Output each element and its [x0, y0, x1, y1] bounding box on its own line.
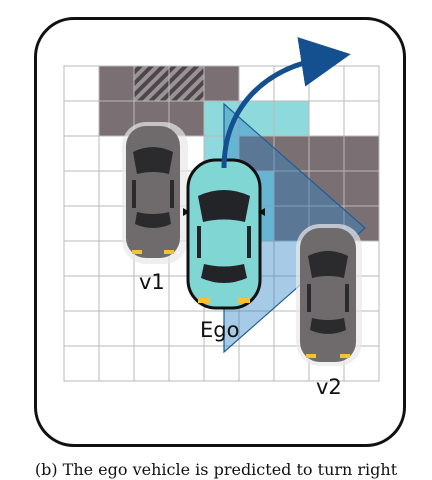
grid-cell: [168, 345, 205, 382]
grid-cell: [308, 65, 345, 102]
grid-cell: [63, 135, 100, 172]
grid-cell: [133, 310, 170, 347]
grid-cell: [63, 170, 100, 207]
grid-cell: [63, 205, 100, 242]
grid-cell: [238, 345, 275, 382]
grid-cell-occupied: [203, 65, 240, 102]
grid-cell: [203, 310, 240, 347]
grid-cell: [63, 310, 100, 347]
grid-cell: [133, 345, 170, 382]
grid-cell-occupied: [308, 170, 345, 207]
grid-cell: [343, 100, 380, 137]
label-v1: v1: [139, 270, 165, 294]
scene-diagram: [63, 37, 380, 382]
grid-cell-predicted: [238, 100, 275, 137]
grid-cell: [203, 345, 240, 382]
grid-cell: [168, 310, 205, 347]
grid-cell: [63, 275, 100, 312]
grid-cell-hatched: [168, 65, 205, 102]
figure-caption: (b) The ego vehicle is predicted to turn…: [34, 460, 398, 479]
grid-cell: [308, 100, 345, 137]
grid-cell-hatched: [133, 65, 170, 102]
predicted-trajectory-arrow: [221, 37, 351, 169]
vehicle-v1: [122, 122, 188, 264]
ego-vehicle: [183, 158, 265, 310]
grid-cell-predicted: [273, 100, 310, 137]
grid-cell: [63, 240, 100, 277]
vehicle-v2: [296, 224, 362, 366]
grid-cell: [98, 345, 135, 382]
label-ego: Ego: [200, 318, 240, 342]
grid-cell: [63, 65, 100, 102]
grid-cell-occupied: [98, 65, 135, 102]
grid-cell: [238, 65, 275, 102]
grid-cell: [98, 310, 135, 347]
grid-cell-occupied: [308, 135, 345, 172]
grid-cell: [63, 345, 100, 382]
grid-cell: [343, 65, 380, 102]
grid-cell: [238, 310, 275, 347]
label-v2: v2: [316, 375, 342, 399]
grid-cell: [63, 100, 100, 137]
grid-cell: [98, 275, 135, 312]
grid-cell-occupied: [343, 135, 380, 172]
grid-cell-occupied: [343, 170, 380, 207]
